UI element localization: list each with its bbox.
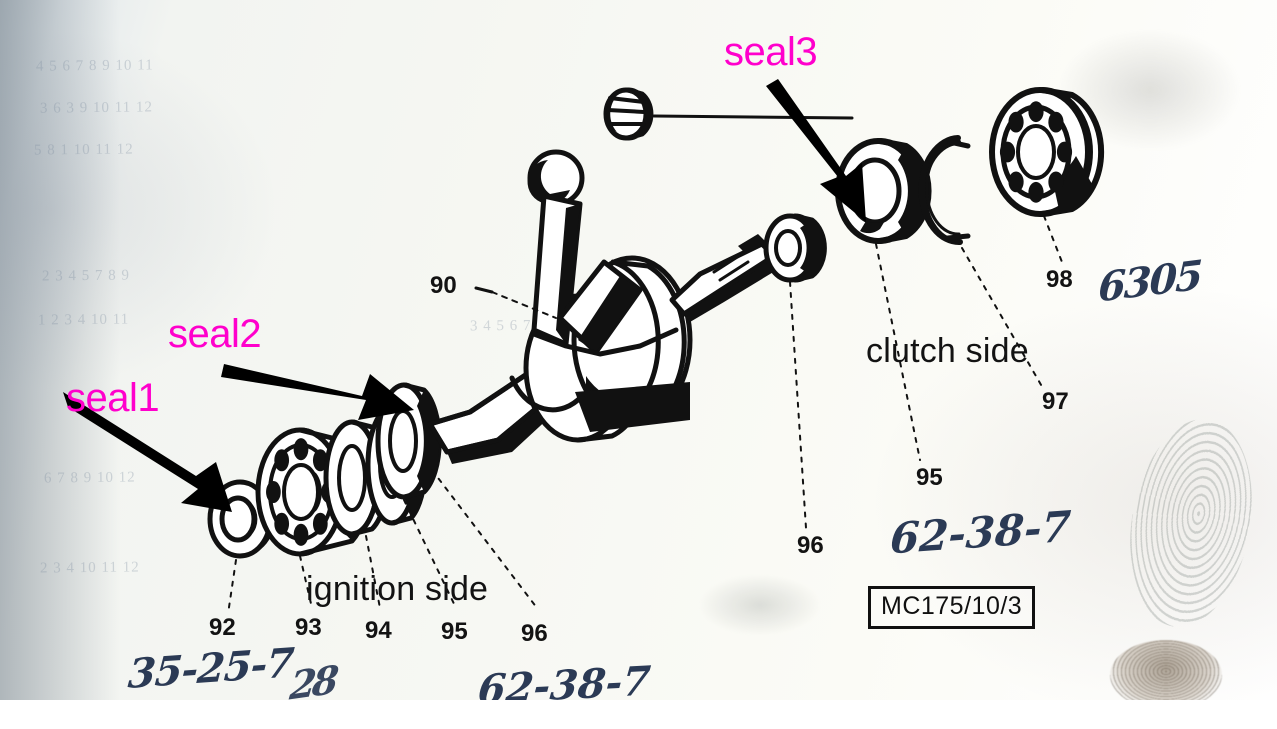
page-bottom-margin xyxy=(0,700,1277,729)
part-number-94: 94 xyxy=(365,617,392,644)
part-number-98: 98 xyxy=(1046,266,1073,293)
part-number-93: 93 xyxy=(295,614,322,641)
part-number-95-ignition: 95 xyxy=(441,618,468,645)
annotation-label-seal1: seal1 xyxy=(66,376,160,420)
annotation-label-seal3: seal3 xyxy=(724,30,818,74)
part-number-96-clutch: 96 xyxy=(797,532,824,559)
part-number-90: 90 xyxy=(430,272,457,299)
part-number-97: 97 xyxy=(1042,388,1069,415)
part-number-92: 92 xyxy=(209,614,236,641)
plate-reference-box: MC175/10/3 xyxy=(868,586,1036,629)
ignition-side-label: ignition side xyxy=(306,570,489,608)
annotation-label-seal2: seal2 xyxy=(168,312,262,356)
part-number-95-clutch: 95 xyxy=(916,464,943,491)
part-number-96-ignition: 96 xyxy=(521,620,548,647)
clutch-side-label: clutch side xyxy=(866,332,1029,370)
